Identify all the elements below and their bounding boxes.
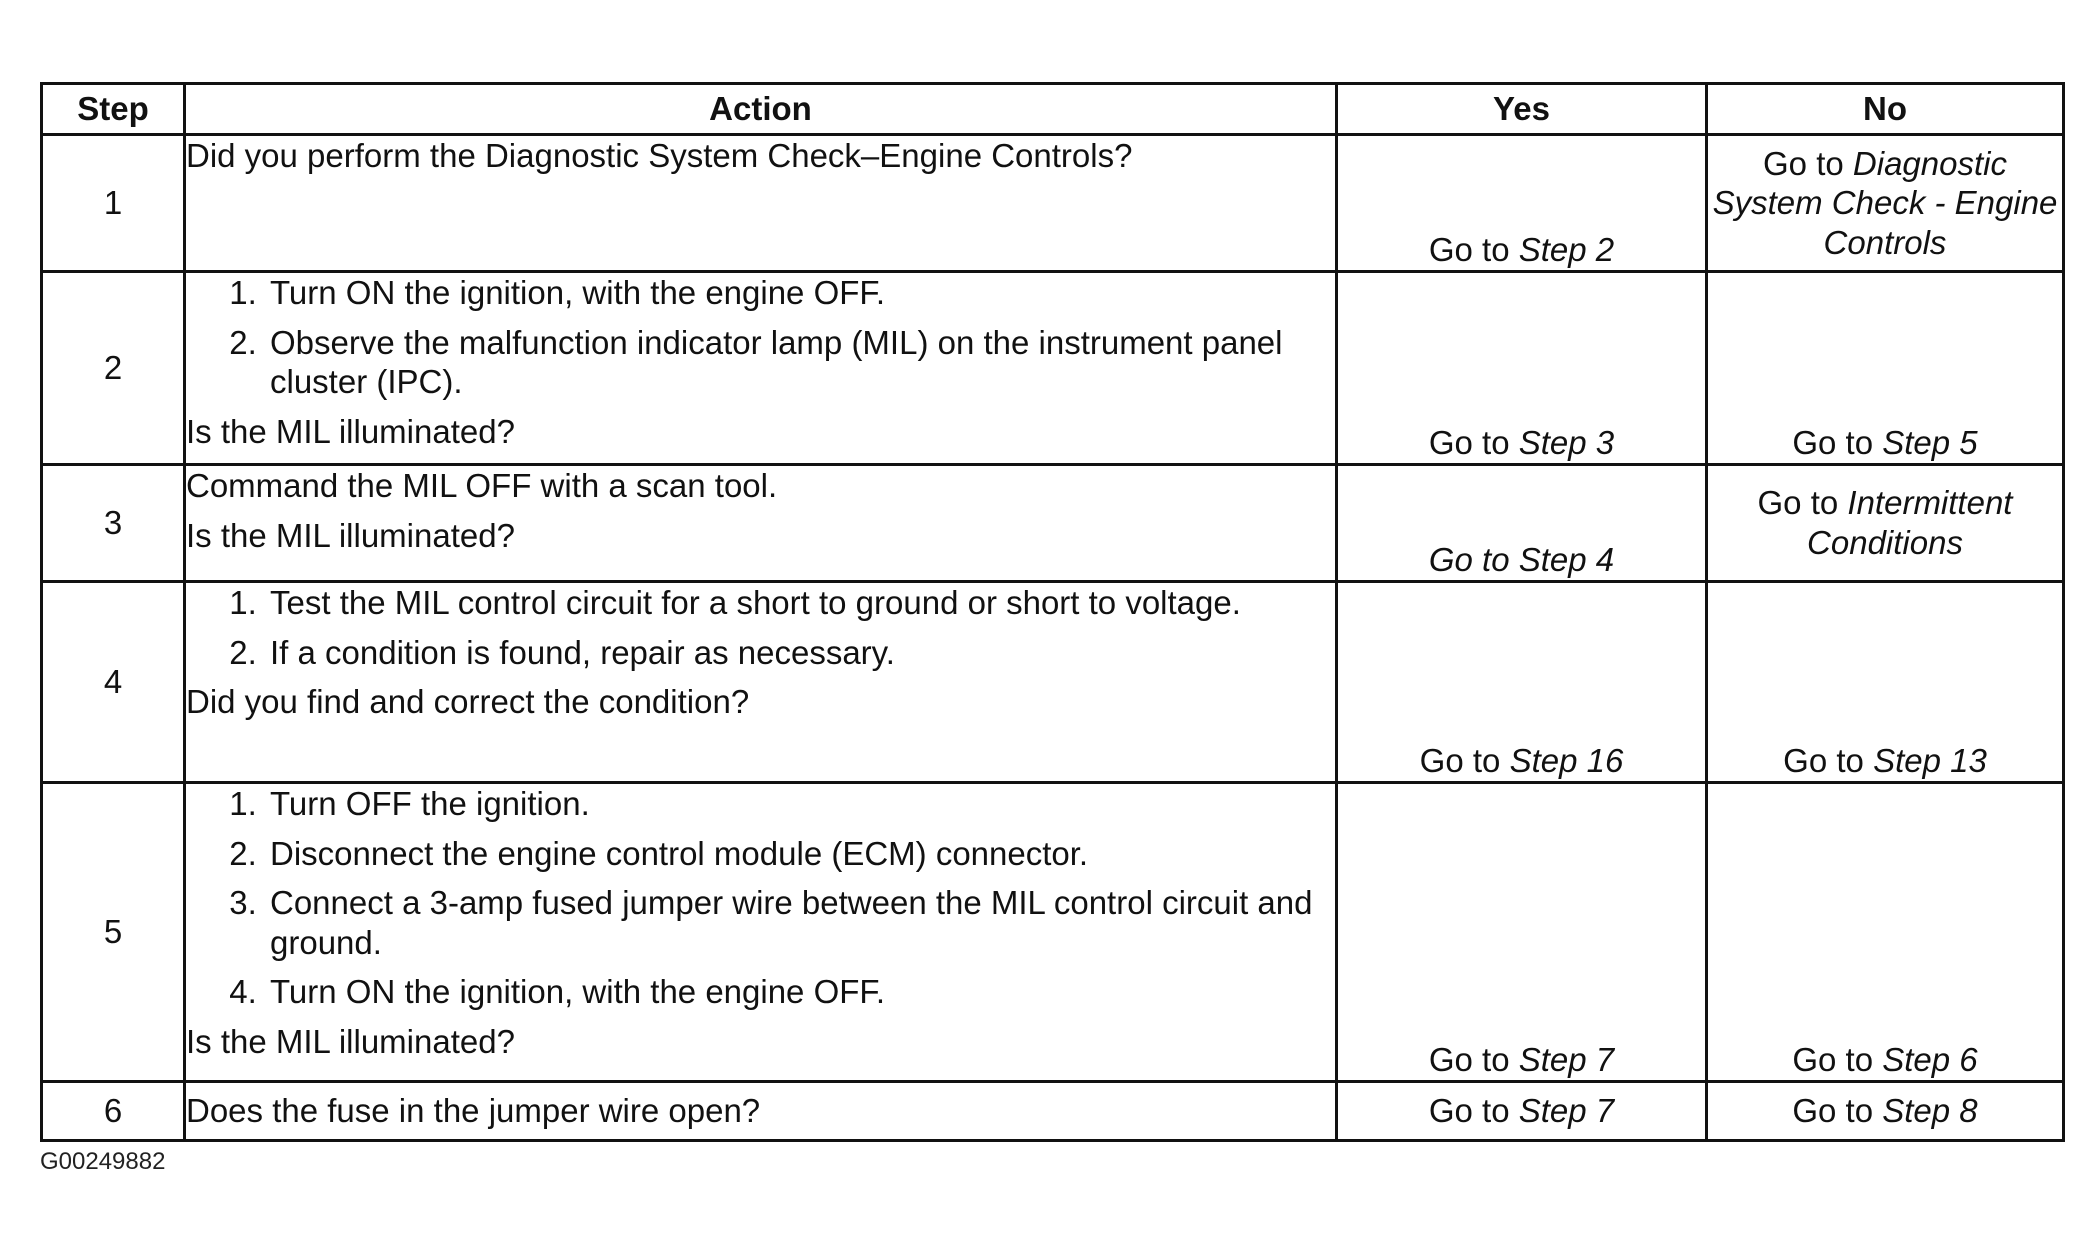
step-number: 3: [40, 463, 186, 583]
list-item: If a condition is found, repair as neces…: [266, 633, 1335, 673]
no-prefix: Go to: [1792, 1092, 1883, 1130]
action-question: Did you find and correct the condition?: [186, 683, 750, 721]
no-cell: Go to Diagnostic System Check - Engine C…: [1705, 133, 2065, 273]
action-question: Is the MIL illuminated?: [186, 412, 515, 450]
list-item: Connect a 3-amp fused jumper wire betwee…: [266, 883, 1335, 962]
step-number: 5: [40, 781, 186, 1083]
yes-prefix: Go to: [1428, 1041, 1519, 1079]
header-action: Action: [183, 82, 1338, 136]
action-text: Did you perform the Diagnostic System Ch…: [186, 137, 1133, 174]
no-cell: Go to Step 6: [1705, 781, 2065, 1083]
no-cell: Go to Step 8: [1705, 1080, 2065, 1142]
header-row: Step Action Yes No: [40, 82, 2065, 136]
no-link[interactable]: Intermittent Conditions: [1807, 484, 2013, 561]
yes-link[interactable]: Step 2: [1518, 231, 1615, 269]
table-row: 1 Did you perform the Diagnostic System …: [40, 133, 2065, 273]
yes-link[interactable]: Step 7: [1518, 1041, 1615, 1079]
table-row: 3 Command the MIL OFF with a scan tool. …: [40, 463, 2065, 583]
table-row: 4 Test the MIL control circuit for a sho…: [40, 580, 2065, 784]
list-item: Observe the malfunction indicator lamp (…: [266, 323, 1335, 402]
action-cell: Command the MIL OFF with a scan tool. Is…: [183, 463, 1338, 583]
list-item: Turn OFF the ignition.: [266, 784, 1335, 824]
yes-cell: Go to Step 16: [1335, 580, 1708, 784]
figure-id: G00249882: [40, 1148, 166, 1175]
action-text: Does the fuse in the jumper wire open?: [186, 1092, 761, 1130]
no-link[interactable]: Step 6: [1882, 1041, 1978, 1079]
no-link[interactable]: Step 5: [1882, 424, 1978, 462]
action-list: Turn ON the ignition, with the engine OF…: [186, 273, 1335, 402]
yes-prefix: Go to: [1419, 742, 1510, 780]
action-text: Command the MIL OFF with a scan tool.: [186, 467, 778, 504]
no-prefix: Go to: [1757, 484, 1848, 522]
no-prefix: Go to: [1783, 742, 1874, 780]
yes-cell: Go to Step 3: [1335, 270, 1708, 466]
list-item: Turn ON the ignition, with the engine OF…: [266, 273, 1335, 313]
no-prefix: Go to: [1792, 1041, 1883, 1079]
list-item: Disconnect the engine control module (EC…: [266, 834, 1335, 874]
no-link[interactable]: Diagnostic System Check - Engine Control…: [1712, 144, 2058, 261]
diagnostic-table: Step Action Yes No 1 Did you perform the…: [40, 82, 2065, 1142]
action-cell: Did you perform the Diagnostic System Ch…: [183, 133, 1338, 273]
no-prefix: Go to: [1792, 424, 1883, 462]
table-row: 5 Turn OFF the ignition. Disconnect the …: [40, 781, 2065, 1083]
action-cell: Test the MIL control circuit for a short…: [183, 580, 1338, 784]
action-list: Test the MIL control circuit for a short…: [186, 583, 1335, 672]
no-cell: Go to Intermittent Conditions: [1705, 463, 2065, 583]
no-link[interactable]: Step 13: [1873, 742, 1987, 780]
step-number: 4: [40, 580, 186, 784]
list-item: Test the MIL control circuit for a short…: [266, 583, 1335, 623]
action-cell: Does the fuse in the jumper wire open?: [183, 1080, 1338, 1142]
yes-link[interactable]: Step 16: [1509, 742, 1624, 780]
action-list: Turn OFF the ignition. Disconnect the en…: [186, 784, 1335, 1012]
no-link[interactable]: Step 8: [1882, 1092, 1978, 1130]
yes-cell: Go to Step 7: [1335, 781, 1708, 1083]
action-cell: Turn OFF the ignition. Disconnect the en…: [183, 781, 1338, 1083]
action-question: Is the MIL illuminated?: [186, 1022, 515, 1060]
no-cell: Go to Step 13: [1705, 580, 2065, 784]
table-row: 6 Does the fuse in the jumper wire open?…: [40, 1080, 2065, 1142]
step-number: 6: [40, 1080, 186, 1142]
yes-prefix: Go to: [1428, 231, 1519, 269]
action-cell: Turn ON the ignition, with the engine OF…: [183, 270, 1338, 466]
action-question: Is the MIL illuminated?: [186, 516, 515, 554]
yes-cell: Go to Step 7: [1335, 1080, 1708, 1142]
list-item: Turn ON the ignition, with the engine OF…: [266, 972, 1335, 1012]
yes-prefix: Go to: [1428, 424, 1519, 462]
header-step: Step: [40, 82, 186, 136]
table-row: 2 Turn ON the ignition, with the engine …: [40, 270, 2065, 466]
header-no: No: [1705, 82, 2065, 136]
step-number: 2: [40, 270, 186, 466]
header-yes: Yes: [1335, 82, 1708, 136]
yes-cell: Go to Step 2: [1335, 133, 1708, 273]
yes-link[interactable]: Go to Step 4: [1428, 541, 1615, 579]
yes-cell: Go to Step 4: [1335, 463, 1708, 583]
no-cell: Go to Step 5: [1705, 270, 2065, 466]
yes-link[interactable]: Step 3: [1518, 424, 1615, 462]
no-prefix: Go to: [1763, 144, 1853, 182]
yes-link[interactable]: Step 7: [1518, 1092, 1615, 1130]
step-number: 1: [40, 133, 186, 273]
yes-prefix: Go to: [1428, 1092, 1519, 1130]
